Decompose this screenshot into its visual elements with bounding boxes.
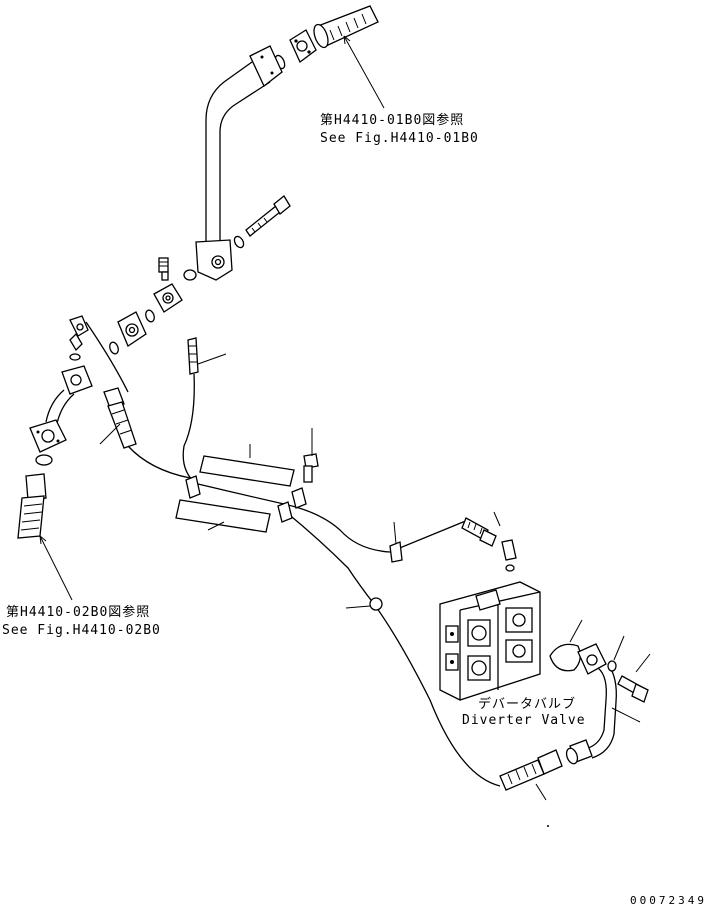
clamp-5	[369, 597, 383, 611]
o-ring-left	[69, 353, 81, 361]
clamp-plate-upper	[199, 455, 295, 487]
flange-block-1	[153, 283, 183, 313]
elbow-fitting-valve	[501, 539, 517, 572]
gasket	[549, 643, 581, 672]
left-ref-jp-label: 第H4410-02B0図参照	[6, 604, 150, 620]
o-ring-3	[145, 309, 155, 323]
elbow-fitting-left	[69, 315, 89, 352]
top-hose	[313, 5, 379, 49]
clamp-plate-lower	[175, 499, 271, 533]
diverter-valve	[439, 581, 541, 701]
valve-hose-end	[461, 517, 497, 547]
elbow-fitting-top	[158, 257, 169, 281]
mounting-bolt-clamp	[303, 453, 319, 483]
o-ring-4	[109, 341, 119, 355]
clamp-1	[185, 475, 201, 499]
clamp-3	[277, 501, 293, 523]
lower-hose-end	[499, 749, 563, 791]
top-bent-tube	[195, 45, 283, 281]
clamp-2	[291, 487, 307, 509]
left-o-ring	[35, 454, 53, 466]
valve-jp-label: デバータバルブ	[478, 696, 576, 712]
upper-hose-end	[187, 337, 199, 375]
leader-lines	[39, 35, 651, 827]
top-ref-jp-label: 第H4410-01B0図参照	[320, 112, 464, 128]
right-fitting	[565, 739, 593, 765]
washer-right	[607, 660, 617, 672]
right-split-flange	[577, 643, 607, 675]
right-bent-tube	[587, 663, 617, 759]
washer-top	[233, 235, 245, 249]
left-block	[61, 365, 93, 395]
long-hose	[85, 321, 501, 787]
center-hose-fitting	[103, 387, 137, 449]
left-split-flange	[29, 419, 67, 453]
mounting-bolt-right	[617, 675, 649, 703]
drawing-code: 00072349	[630, 894, 707, 906]
clamp-4	[389, 541, 403, 563]
left-ref-en-label: See Fig.H4410-02B0	[2, 623, 161, 638]
o-ring-2	[183, 269, 197, 281]
top-ref-en-label: See Fig.H4410-01B0	[320, 131, 479, 146]
valve-en-label: Diverter Valve	[462, 713, 586, 728]
top-split-flange	[289, 29, 317, 64]
left-hose	[17, 473, 47, 539]
mounting-bolt-top	[245, 195, 291, 237]
flange-block-2	[117, 311, 147, 347]
